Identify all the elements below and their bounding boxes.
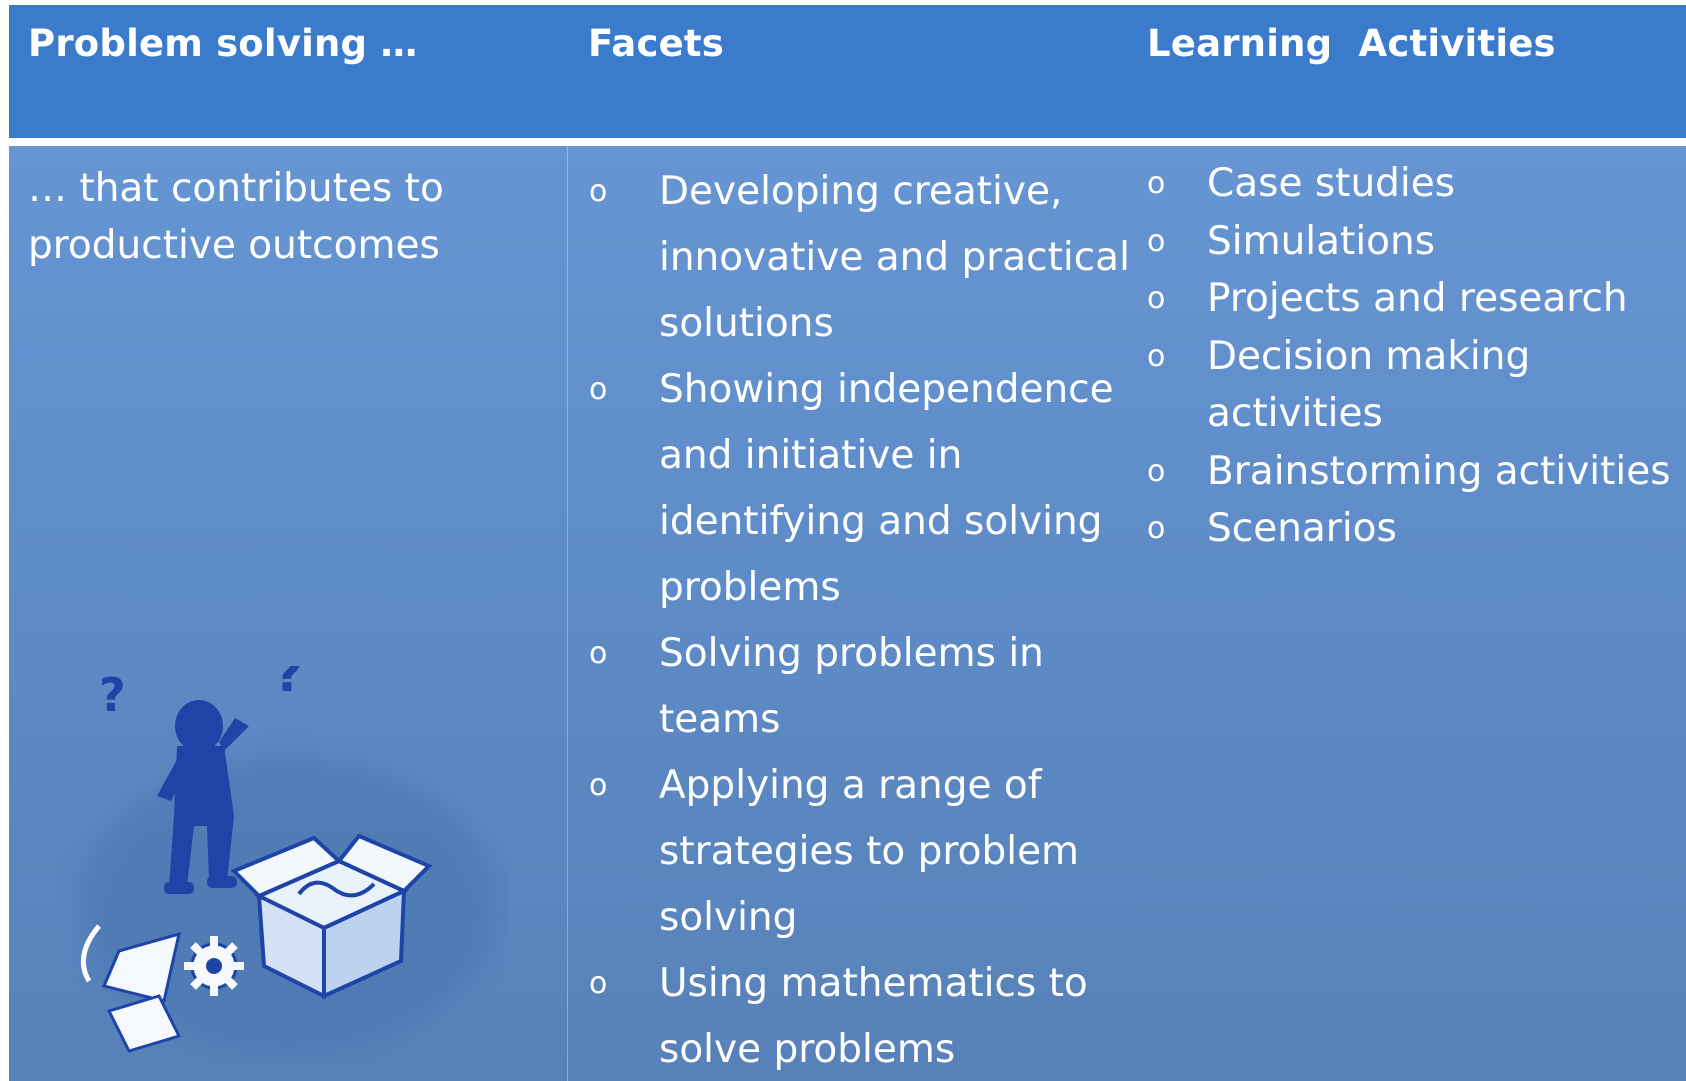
bullet-icon: o [589,636,608,671]
column-divider [567,146,568,1081]
header-problem-solving: Problem solving … [28,22,418,65]
problem-solving-clipart: ? ? [79,666,499,1056]
bullet-icon: o [1147,281,1166,316]
table-body-row: … that contributes to productive outcome… [9,146,1686,1081]
problem-solving-table: Problem solving … Facets Learning Activi… [9,5,1686,1081]
thinking-figure-icon: ? ? [99,666,303,894]
svg-text:?: ? [99,668,126,722]
open-box-icon [230,833,433,1000]
bullet-icon: o [589,174,608,209]
header-facets: Facets [588,22,725,65]
bullet-icon: o [589,966,608,1001]
svg-text:?: ? [274,666,303,703]
bullet-icon: o [1147,453,1166,489]
table-header-row: Problem solving … Facets Learning Activi… [9,5,1686,138]
header-divider [9,138,1686,146]
bullet-icon: o [1147,338,1166,374]
bullet-icon: o [1147,223,1166,259]
paper-icon [80,924,182,1053]
bullet-icon: o [589,372,608,407]
bullet-icon: o [1147,166,1166,201]
gear-icon [184,936,244,996]
problem-solving-description: … that contributes to productive outcome… [28,166,444,268]
bullet-icon: o [589,768,608,803]
header-learning-activities: Learning Activities [1147,22,1556,65]
bullet-icon: o [1147,511,1166,546]
